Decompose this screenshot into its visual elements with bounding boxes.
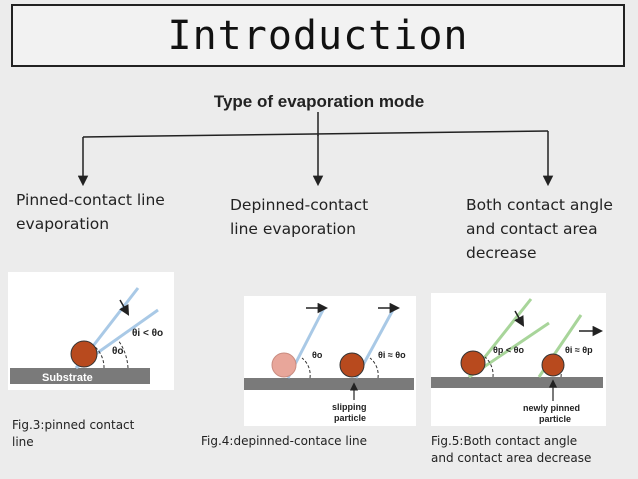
figure-5-caption-line1: Fig.5:Both contact angle (431, 434, 578, 448)
relation-label-1: θp < θo (493, 345, 524, 355)
figure-3-caption-line2: line (12, 435, 34, 449)
tree-branch (82, 130, 549, 138)
mode-pinned-line1: Pinned-contact line (16, 191, 165, 209)
mode-both-line1: Both contact angle (466, 196, 613, 214)
droplet (70, 340, 98, 368)
mode-both-line3: decrease (466, 244, 537, 262)
mode-depinned-line1: Depinned-contact (230, 196, 369, 214)
mode-both: Both contact angle and contact area decr… (466, 193, 613, 265)
figure-3: Substrate θo θi < θo (8, 272, 174, 390)
relation-label: θi < θo (132, 328, 163, 339)
figure-5: θp < θo θi ≈ θp newly pinned particle (431, 293, 606, 426)
angle-arc (93, 345, 105, 369)
angle-arc-2 (369, 357, 379, 379)
droplet-2 (541, 353, 565, 377)
particle-label-2: particle (334, 413, 366, 423)
mode-depinned: Depinned-contact line evaporation (230, 193, 368, 241)
relation-label-2: θi ≈ θp (565, 345, 593, 355)
slide-title: Introduction (167, 12, 469, 59)
droplet-1 (460, 350, 486, 376)
mode-both-line2: and contact area (466, 220, 598, 238)
mode-depinned-line2: line evaporation (230, 220, 356, 238)
figure-5-caption-line2: and contact area decrease (431, 451, 592, 465)
droplet-faded (271, 352, 297, 378)
figure-4: θo θi ≈ θo slipping particle (244, 296, 416, 426)
substrate-label: Substrate (42, 372, 93, 384)
figure-3-caption: Fig.3:pinned contact line (12, 417, 134, 451)
shrink-arrow (514, 310, 525, 327)
figure-5-caption: Fig.5:Both contact angle and contact are… (431, 433, 591, 467)
figure-3-caption-line1: Fig.3:pinned contact (12, 418, 135, 432)
theta-o-label: θo (112, 346, 124, 357)
theta-o-label: θo (312, 350, 323, 360)
substrate-bar (244, 378, 414, 390)
arrow-small (119, 299, 130, 316)
title-box: Introduction (11, 4, 625, 67)
figure-4-caption-line1: Fig.4:depinned-contace line (201, 434, 368, 448)
droplet (339, 352, 365, 378)
mode-pinned-line2: evaporation (16, 215, 110, 233)
mode-pinned: Pinned-contact line evaporation (16, 188, 165, 236)
particle-label-2: particle (539, 414, 571, 424)
particle-label-1: newly pinned (523, 403, 580, 413)
angle-arc (484, 356, 494, 378)
angle-arc-2 (117, 339, 129, 369)
substrate-bar (10, 368, 150, 384)
particle-label-1: slipping (332, 402, 367, 412)
relation-label: θi ≈ θo (378, 350, 406, 360)
angle-arc (301, 357, 311, 379)
figure-4-caption: Fig.4:depinned-contace line (201, 433, 367, 450)
substrate-bar (431, 377, 603, 388)
heading: Type of evaporation mode (213, 92, 425, 111)
